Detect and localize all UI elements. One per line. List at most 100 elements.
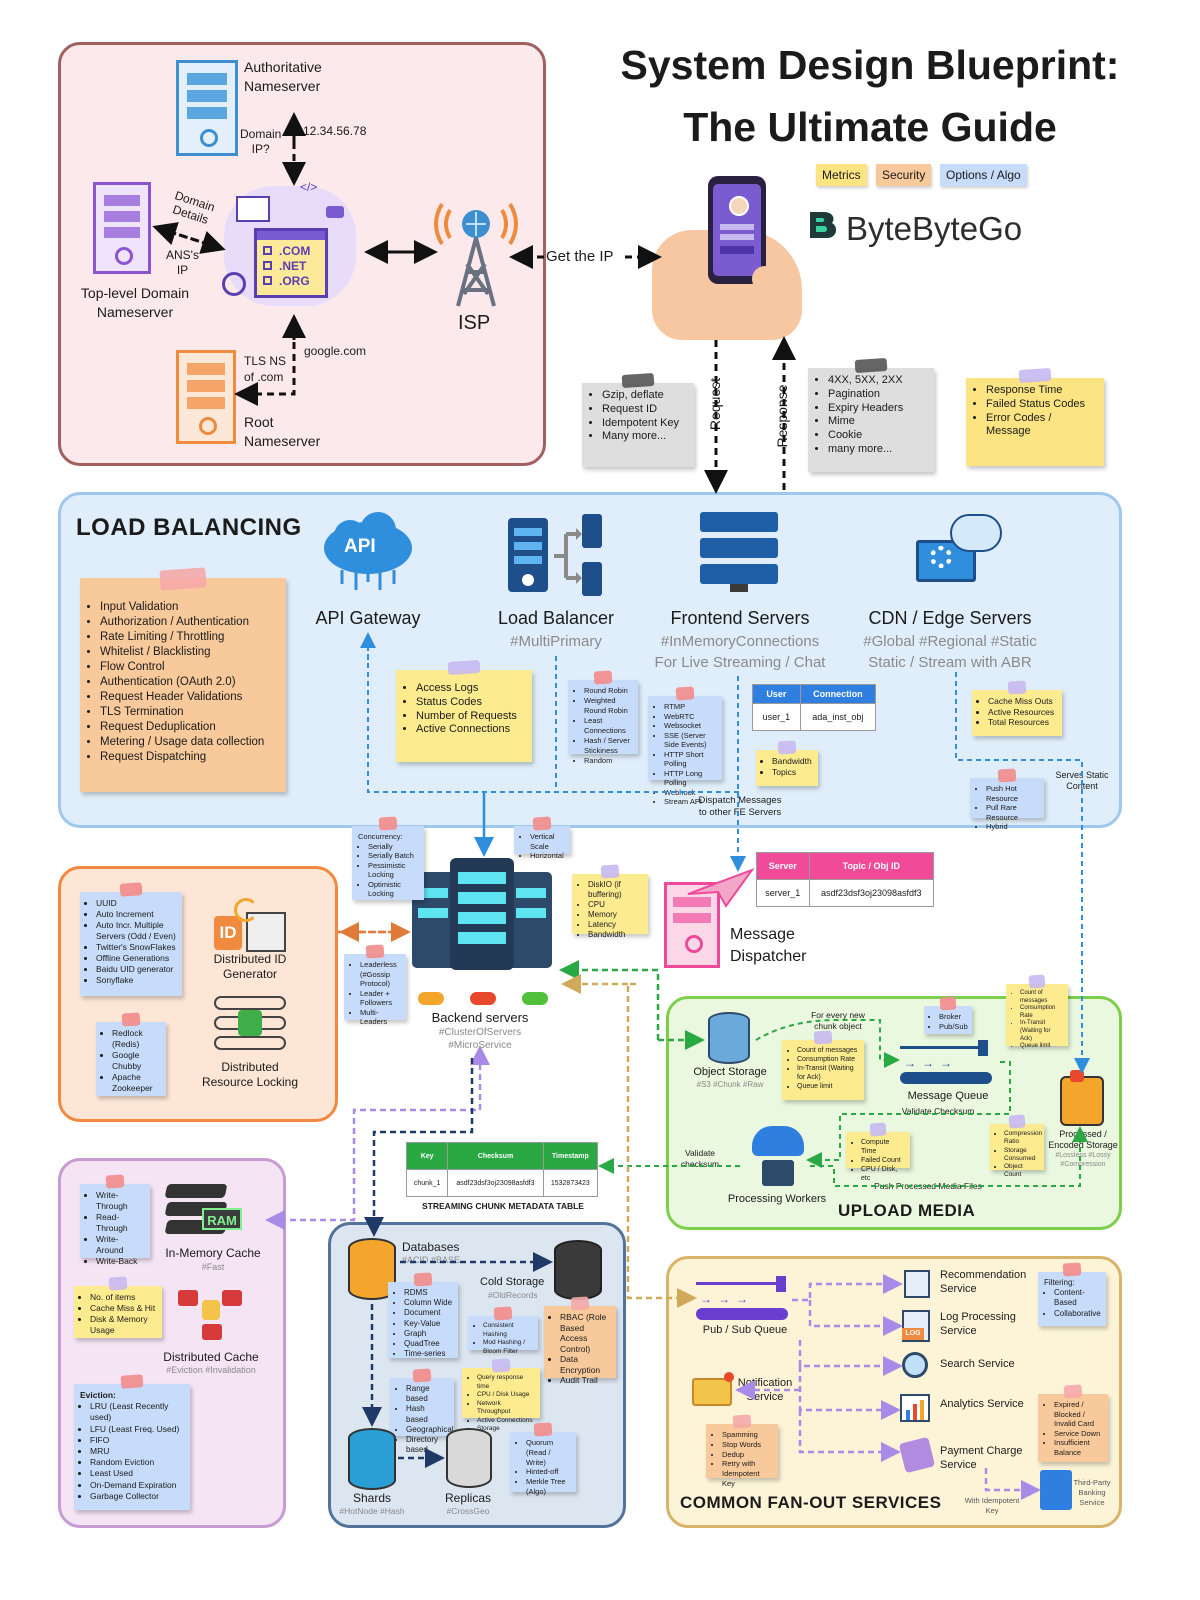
cdn-metrics-notes: Cache Miss OutsActive ResourcesTotal Res… <box>972 680 1062 736</box>
send-arrow-icon <box>687 867 755 908</box>
in-memory-tag: #Fast <box>201 1262 225 1272</box>
note-item: Mime <box>828 415 928 429</box>
authoritative-server-icon <box>176 60 238 156</box>
note-item: Read-Through <box>96 1212 144 1234</box>
note-item: Idempotent Key <box>602 417 688 431</box>
connection-cell: ada_inst_obj <box>799 703 877 731</box>
backend-label: Backend servers <box>431 1010 529 1025</box>
note-item: Write-Through <box>96 1190 144 1212</box>
note-item: Storage <box>477 1425 534 1434</box>
note-item: Document <box>404 1308 452 1318</box>
note-item: Optimistic Locking <box>368 880 418 899</box>
note-item: Pull Rare Resource <box>986 803 1038 822</box>
processed-storage-label: Processed / Encoded Storage <box>1048 1129 1118 1150</box>
note-item: Google Chubby <box>112 1050 160 1072</box>
id-badge: ID <box>214 916 242 950</box>
ram-badge: RAM <box>202 1208 242 1230</box>
note-item: FIFO <box>90 1435 184 1446</box>
note-item: Consumption Rate <box>1020 1005 1062 1020</box>
note-item: Request Deduplication <box>100 720 280 735</box>
code-icon: </> <box>300 180 318 194</box>
note-item: Active Resources <box>988 707 1056 718</box>
note-item: Dedup <box>722 1450 772 1460</box>
note-item: Collaborative <box>1054 1309 1101 1319</box>
note-item: 4XX, 5XX, 2XX <box>828 374 928 388</box>
note-item: On-Demand Expiration <box>90 1480 184 1491</box>
recommendation-label: Recommendation Service <box>940 1269 1027 1295</box>
note-item: Retry with Idempotent Key <box>722 1459 772 1488</box>
concurrency-title: Concurrency: <box>358 832 403 841</box>
note-item: QuadTree <box>404 1339 452 1349</box>
note-item: Authentication (OAuth 2.0) <box>100 675 280 690</box>
title-line-1: System Design Blueprint: <box>620 42 1120 88</box>
user-cell: user_1 <box>752 703 801 731</box>
response-label: Response <box>774 384 790 448</box>
pubsub-queue-label: Pub / Sub Queue <box>702 1324 788 1336</box>
redis-stack-icon: RAM <box>164 1184 242 1238</box>
brand-name: ByteByteGo <box>846 210 1023 247</box>
note-item: LFU (Least Freq. Used) <box>90 1424 184 1435</box>
object-storage-tag: #S3 #Chunk #Raw <box>696 1080 764 1089</box>
note-item: MRU <box>90 1446 184 1457</box>
write-policy-notes: Write-ThroughRead-ThroughWrite-AroundWri… <box>80 1174 150 1266</box>
message-queue-icon: →→→ <box>900 1040 996 1086</box>
note-item: Sonyflake <box>96 975 176 986</box>
note-item: Number of Requests <box>416 710 526 724</box>
note-item: Baidu UID generator <box>96 964 176 975</box>
note-item: Request ID <box>602 403 688 417</box>
frontend-servers-icon <box>700 512 778 592</box>
queue-count-notes: Count of messagesConsumption RateIn-Tran… <box>1006 974 1068 1049</box>
note-item: Serially Batch <box>368 851 418 861</box>
quorum-notes: Quorum (Read / Write)Hinted-offMerkle Tr… <box>510 1422 576 1496</box>
note-item: Many more... <box>602 430 688 444</box>
push-media-label: Push Processed Media Files <box>874 1181 982 1191</box>
note-item: Total Resources <box>988 717 1056 728</box>
scale-notes: Vertical ScaleHorizontal <box>514 816 570 860</box>
id-generation-notes: UUIDAuto IncrementAuto Incr. Multiple Se… <box>80 882 182 996</box>
note-item: Service Down <box>1054 1429 1102 1439</box>
gateway-features-notes: Input ValidationAuthorization / Authenti… <box>80 567 286 792</box>
in-memory-cache-label: In-Memory Cache <box>165 1246 261 1260</box>
filtering-title: Filtering: <box>1044 1278 1075 1287</box>
topic-col-header: Topic / Obj ID <box>808 852 935 880</box>
every-chunk-label: For every new chunk object <box>811 1010 865 1031</box>
authoritative-label: Authoritative Nameserver <box>244 59 322 94</box>
distributed-cache-tag: #Eviction #Invalidation <box>166 1365 256 1375</box>
db-security-notes: RBAC (Role Based Access Control)Data Enc… <box>544 1296 616 1385</box>
message-dispatcher-icon <box>664 882 720 968</box>
checksum-col-header: Checksum <box>447 1142 544 1170</box>
replicas-cylinder-icon <box>446 1428 492 1488</box>
get-ip-label: Get the IP <box>546 248 614 265</box>
server-cell: server_1 <box>756 879 810 907</box>
note-item: No. of items <box>90 1292 156 1303</box>
bandwidth-notes: BandwidthTopics <box>756 740 818 786</box>
id-generator-label: Distributed ID Generator <box>213 952 287 981</box>
leader-notes: Leaderless (#Gossip Protocol)Leader + Fo… <box>344 944 406 1026</box>
response-notes: 4XX, 5XX, 2XXPaginationExpiry HeadersMim… <box>808 357 934 472</box>
lb-split-arrow-icon <box>554 528 582 584</box>
note-item: Auto Incr. Multiple Servers (Odd / Even) <box>96 920 176 942</box>
note-item: Write-Back <box>96 1256 144 1267</box>
note-item: Auto Increment <box>96 909 176 920</box>
note-item: Offline Generations <box>96 953 176 964</box>
backend-pill-orange <box>418 992 444 1005</box>
serves-static-label: Serves Static Content <box>1055 770 1109 791</box>
pointing-finger-icon <box>752 266 792 292</box>
processed-storage-tag: #Lossless #Lossy #Compression <box>1055 1152 1111 1168</box>
note-item: SSE (Server Side Events) <box>664 731 716 750</box>
replicas-tag: #CrossGeo <box>446 1506 490 1516</box>
note-item: Column Wide <box>404 1298 452 1308</box>
cold-storage-label: Cold Storage <box>480 1276 545 1288</box>
note-item: Disk & Memory Usage <box>90 1314 156 1336</box>
databases-tag: #ACID #BASE <box>402 1255 461 1265</box>
note-item: Access Logs <box>416 682 526 696</box>
note-item: Failed Count <box>861 1156 904 1165</box>
note-item: Pessimistic Locking <box>368 861 418 880</box>
compute-metrics-notes: Compute TimeFailed CountCPU / Disk, etc <box>846 1122 910 1182</box>
google-label: google.com <box>304 344 367 358</box>
api-badge: API <box>344 536 376 557</box>
note-item: Time-series <box>404 1349 452 1359</box>
domain-com: .COM <box>279 244 311 258</box>
note-item: Consistent Hashing <box>483 1322 532 1339</box>
